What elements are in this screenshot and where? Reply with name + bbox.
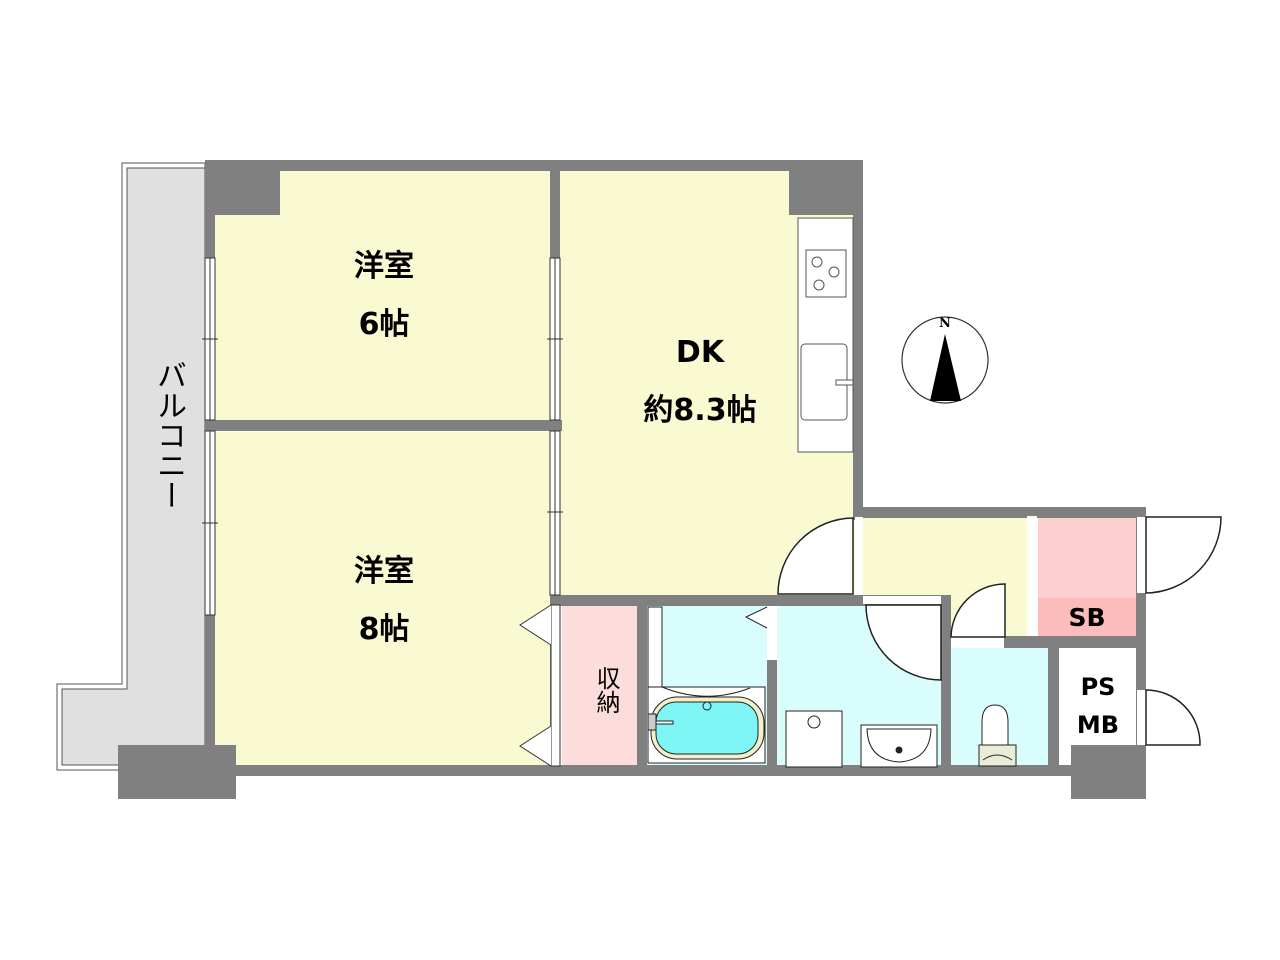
ps-label: PS (1080, 673, 1116, 701)
room-label-storage: 収納 (592, 666, 620, 714)
room-size: 6帖 (358, 307, 410, 342)
washroom-fixtures (785, 710, 938, 768)
room-fill-storage (562, 606, 637, 766)
room-name: 洋室 (354, 554, 414, 589)
kitchen-counter (797, 217, 854, 453)
room-label-western-8: 洋室 8帖 (314, 543, 454, 659)
room-label-ps-mb: PS MB (1060, 668, 1136, 744)
room-label-sb: SB (1068, 603, 1106, 632)
room-size: 8帖 (358, 612, 410, 647)
room-size: 約8.3帖 (643, 393, 757, 428)
room-label-balcony: バルコニー (151, 360, 186, 510)
room-fill-sb-lower (1038, 598, 1136, 636)
room-label-dk: DK 約8.3帖 (610, 324, 790, 440)
bathtub (647, 606, 776, 764)
windows (202, 257, 563, 616)
compass-north-label: N (939, 316, 951, 331)
room-name: DK (675, 335, 725, 370)
compass-icon (901, 316, 989, 404)
room-fill-sb-upper (1038, 516, 1136, 598)
storage-doors (519, 604, 561, 767)
toilet (978, 704, 1017, 767)
door-swings (777, 516, 1222, 746)
room-fill-western-8 (214, 432, 552, 766)
mb-label: MB (1076, 711, 1120, 739)
room-name: 洋室 (354, 249, 414, 284)
room-label-western-6: 洋室 6帖 (314, 238, 454, 354)
